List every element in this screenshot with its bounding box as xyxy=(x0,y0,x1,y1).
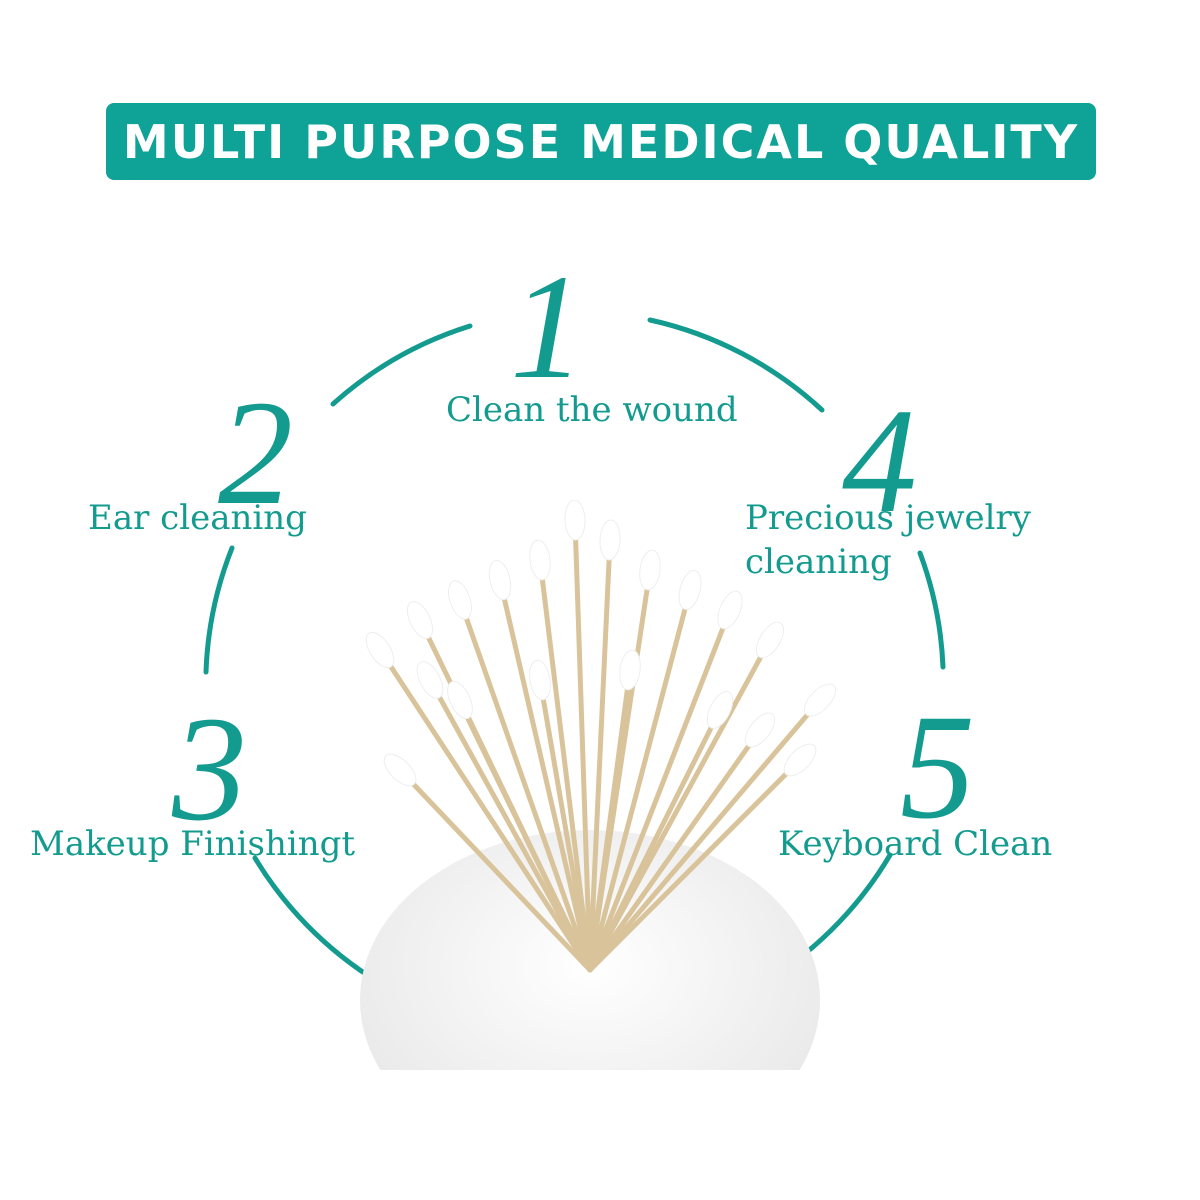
use-number-2: 2 xyxy=(218,370,293,536)
use-number-5: 5 xyxy=(900,684,975,850)
use-number-1: 1 xyxy=(510,244,585,410)
cotton-swabs-image xyxy=(360,500,837,1070)
use-label-4: Precious jewelry cleaning xyxy=(745,496,1031,584)
title-banner: MULTI PURPOSE MEDICAL QUALITY xyxy=(106,103,1096,180)
use-number-4: 4 xyxy=(842,378,917,544)
use-label-4-line1: Precious jewelry xyxy=(745,498,1032,538)
use-label-3: Makeup Finishingt xyxy=(30,824,356,864)
banner-title: MULTI PURPOSE MEDICAL QUALITY xyxy=(122,114,1080,169)
use-label-1: Clean the wound xyxy=(446,390,738,430)
use-label-2: Ear cleaning xyxy=(88,498,307,538)
use-label-4-line2: cleaning xyxy=(745,542,892,583)
use-label-5: Keyboard Clean xyxy=(778,824,1053,864)
use-number-3: 3 xyxy=(172,686,247,852)
